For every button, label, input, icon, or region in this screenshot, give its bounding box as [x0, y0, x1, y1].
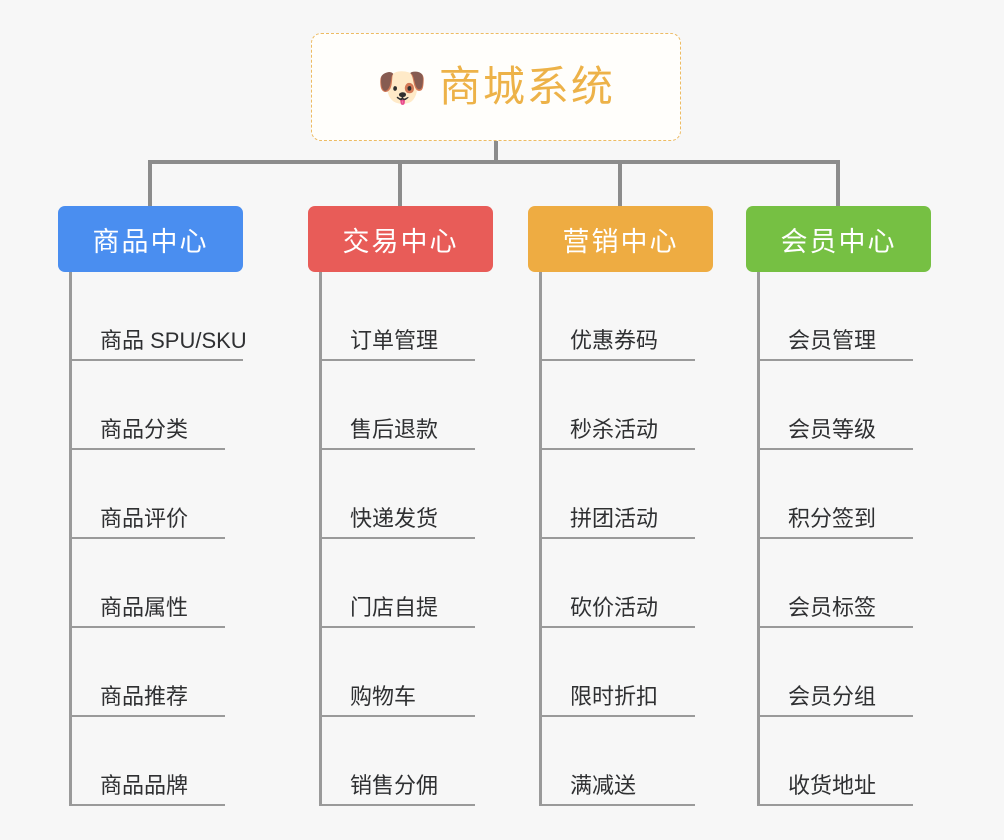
leaf-item-label: 售后退款 — [350, 416, 439, 442]
leaf-item[interactable]: 售后退款 — [322, 361, 475, 450]
leaf-item[interactable]: 会员分组 — [760, 628, 913, 717]
leaf-item[interactable]: 拼团活动 — [542, 450, 695, 539]
category-box-marketing-center[interactable]: 营销中心 — [528, 206, 713, 272]
leaf-item[interactable]: 满减送 — [542, 717, 695, 806]
connector-drop-3 — [618, 160, 622, 206]
connector-drop-2 — [398, 160, 402, 206]
connector-root-stem — [494, 141, 498, 163]
category-box-member-center[interactable]: 会员中心 — [746, 206, 931, 272]
leaf-item-label: 商品推荐 — [100, 683, 189, 709]
root-node-shop-system[interactable]: 🐶 商城系统 — [311, 33, 681, 141]
leaf-list-product-center: 商品 SPU/SKU 商品分类商品评价商品属性商品推荐商品品牌 — [69, 272, 247, 806]
leaf-item-label: 销售分佣 — [350, 772, 439, 798]
leaf-list-member-center: 会员管理会员等级积分签到会员标签会员分组收货地址 — [757, 272, 931, 806]
leaf-item-label: 商品属性 — [100, 594, 189, 620]
leaf-item-label: 拼团活动 — [570, 505, 659, 531]
leaf-item[interactable]: 商品评价 — [72, 450, 225, 539]
leaf-item[interactable]: 会员等级 — [760, 361, 913, 450]
leaf-item-label: 会员等级 — [788, 416, 877, 442]
leaf-item[interactable]: 商品推荐 — [72, 628, 225, 717]
leaf-item[interactable]: 商品分类 — [72, 361, 225, 450]
leaf-list-marketing-center: 优惠券码秒杀活动拼团活动砍价活动限时折扣满减送 — [539, 272, 713, 806]
leaf-item-label: 门店自提 — [350, 594, 439, 620]
leaf-item[interactable]: 限时折扣 — [542, 628, 695, 717]
category-label: 交易中心 — [342, 226, 459, 257]
leaf-item-label: 商品分类 — [100, 416, 189, 442]
dog-face-icon: 🐶 — [377, 66, 427, 110]
leaf-item[interactable]: 会员标签 — [760, 539, 913, 628]
leaf-item[interactable]: 销售分佣 — [322, 717, 475, 806]
branch-column-product-center: 商品中心商品 SPU/SKU 商品分类商品评价商品属性商品推荐商品品牌 — [58, 206, 247, 806]
leaf-item[interactable]: 购物车 — [322, 628, 475, 717]
leaf-item-label: 会员标签 — [788, 594, 877, 620]
leaf-item[interactable]: 优惠券码 — [542, 272, 695, 361]
leaf-item-label: 商品评价 — [100, 505, 189, 531]
leaf-item-label: 购物车 — [350, 683, 417, 709]
leaf-item-label: 满减送 — [570, 772, 637, 798]
category-label: 营销中心 — [562, 226, 679, 257]
leaf-item-label: 秒杀活动 — [570, 416, 659, 442]
connector-drop-4 — [836, 160, 840, 206]
branch-column-member-center: 会员中心会员管理会员等级积分签到会员标签会员分组收货地址 — [746, 206, 931, 806]
leaf-item[interactable]: 会员管理 — [760, 272, 913, 361]
category-label: 商品中心 — [92, 226, 209, 257]
leaf-item-label: 会员分组 — [788, 683, 877, 709]
leaf-item-label: 商品品牌 — [100, 772, 189, 798]
leaf-list-trade-center: 订单管理售后退款快递发货门店自提购物车销售分佣 — [319, 272, 493, 806]
connector-horizontal-bus — [148, 160, 840, 164]
leaf-item[interactable]: 商品品牌 — [72, 717, 225, 806]
leaf-item-label: 砍价活动 — [570, 594, 659, 620]
connector-drop-1 — [148, 160, 152, 206]
category-box-product-center[interactable]: 商品中心 — [58, 206, 243, 272]
leaf-item-label: 订单管理 — [350, 327, 439, 353]
leaf-item[interactable]: 商品属性 — [72, 539, 225, 628]
branch-column-marketing-center: 营销中心优惠券码秒杀活动拼团活动砍价活动限时折扣满减送 — [528, 206, 713, 806]
leaf-item[interactable]: 收货地址 — [760, 717, 913, 806]
leaf-item-label: 积分签到 — [788, 505, 877, 531]
leaf-item[interactable]: 订单管理 — [322, 272, 475, 361]
leaf-item[interactable]: 积分签到 — [760, 450, 913, 539]
leaf-item-label: 商品 SPU/SKU — [100, 327, 247, 353]
category-label: 会员中心 — [780, 226, 897, 257]
leaf-item-label: 限时折扣 — [570, 683, 659, 709]
leaf-item[interactable]: 快递发货 — [322, 450, 475, 539]
leaf-item-label: 快递发货 — [350, 505, 439, 531]
leaf-item[interactable]: 商品 SPU/SKU — [72, 272, 247, 361]
leaf-item[interactable]: 门店自提 — [322, 539, 475, 628]
leaf-item-label: 会员管理 — [788, 327, 877, 353]
root-node-title: 商城系统 — [438, 63, 615, 110]
leaf-item-label: 收货地址 — [788, 772, 877, 798]
leaf-item[interactable]: 秒杀活动 — [542, 361, 695, 450]
leaf-item-label: 优惠券码 — [570, 327, 659, 353]
category-box-trade-center[interactable]: 交易中心 — [308, 206, 493, 272]
leaf-item[interactable]: 砍价活动 — [542, 539, 695, 628]
branch-column-trade-center: 交易中心订单管理售后退款快递发货门店自提购物车销售分佣 — [308, 206, 493, 806]
